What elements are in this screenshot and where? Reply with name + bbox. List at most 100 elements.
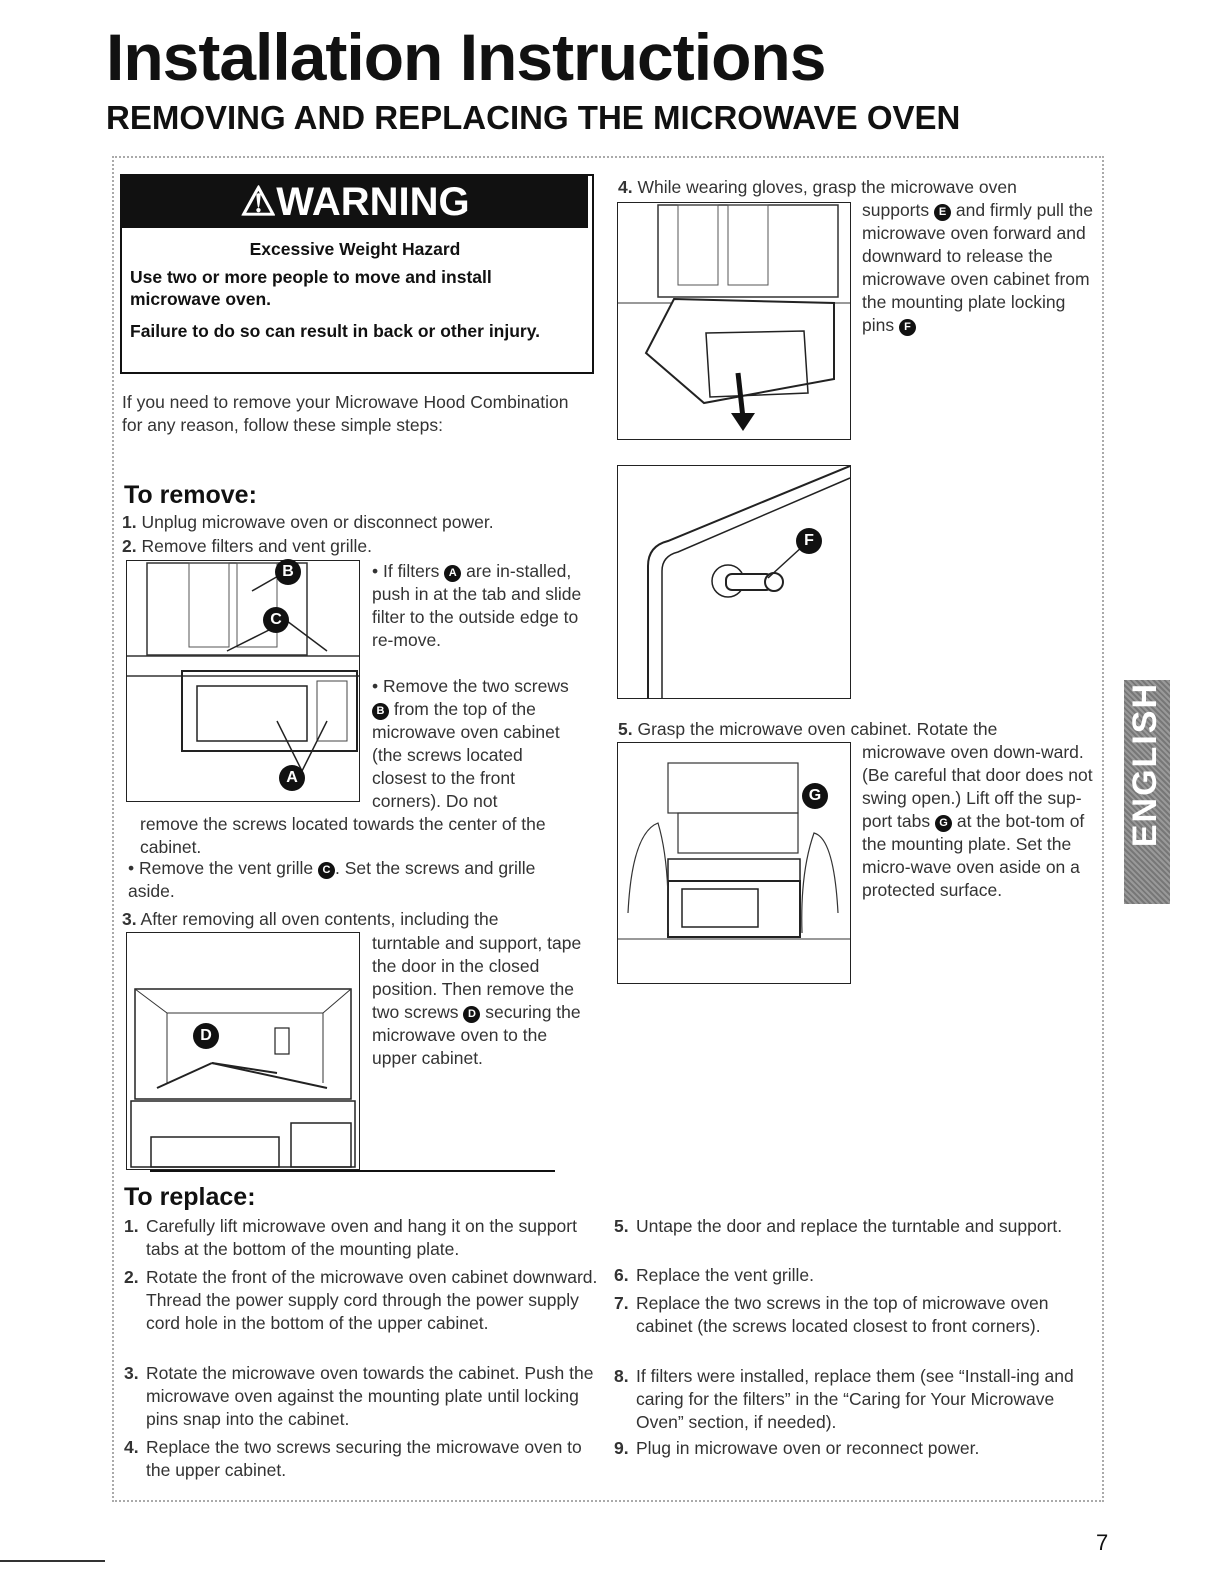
screws-note-continued: remove the screws located towards the ce… xyxy=(140,814,546,857)
callout-a-inline: A xyxy=(444,565,462,582)
screws-note: • Remove the two screws B from the top o… xyxy=(372,675,582,813)
step-text: securing the microwave oven to the upper… xyxy=(372,1002,581,1068)
step-text: and firmly pull the microwave oven forwa… xyxy=(862,200,1094,335)
remove-step-4: 4. While wearing gloves, grasp the micro… xyxy=(618,176,1088,199)
step-text: supports xyxy=(862,200,930,220)
page-number: 7 xyxy=(1096,1530,1109,1555)
step-number: 5. xyxy=(614,1216,629,1236)
remove-step-3: 3. After removing all oven contents, inc… xyxy=(122,908,592,931)
step-4-continued: supports E and firmly pull the microwave… xyxy=(862,199,1098,337)
language-sidebar xyxy=(1124,680,1170,904)
replace-step-8: 8. If filters were installed, replace the… xyxy=(614,1365,1084,1434)
step-text: Rotate the microwave oven towards the ca… xyxy=(146,1363,594,1429)
remove-heading: To remove: xyxy=(124,481,257,509)
step-number: 1. xyxy=(124,1216,139,1236)
step-number: 7. xyxy=(614,1293,629,1313)
step-text: Replace the two screws in the top of mic… xyxy=(636,1293,1049,1336)
step-number: 1. xyxy=(122,512,137,532)
replace-step-2: 2. Rotate the front of the microwave oven… xyxy=(124,1266,598,1335)
step-number: 2. xyxy=(122,536,137,556)
replace-step-1: 1. Carefully lift microwave oven and hang… xyxy=(124,1215,598,1261)
page-subtitle: REMOVING AND REPLACING THE MICROWAVE OVE… xyxy=(106,99,961,136)
step-5-continued: microwave oven down-ward. (Be careful th… xyxy=(862,741,1098,902)
remove-step-1: 1. Unplug microwave oven or disconnect p… xyxy=(122,511,592,534)
warning-line-2: Failure to do so can result in back or o… xyxy=(130,321,541,341)
note-text: . Set the screws and grille aside. xyxy=(128,858,536,901)
note-text: are in-stalled, push in at the tab and s… xyxy=(372,561,582,650)
step-text: at the bot-tom of the mounting plate. Se… xyxy=(862,811,1085,900)
step-text: Replace the two screws securing the micr… xyxy=(146,1437,582,1480)
step-number: 4. xyxy=(618,177,633,197)
lift-off-illustration xyxy=(618,762,850,940)
callout-e-inline: E xyxy=(934,204,951,221)
step-text: microwave oven down-ward. (Be careful th… xyxy=(862,742,1093,831)
warning-hazard: Excessive Weight Hazard xyxy=(249,239,461,259)
step-number: 6. xyxy=(614,1265,629,1285)
callout-g: G xyxy=(802,783,828,809)
grille-note: • Remove the vent grille C. Set the scre… xyxy=(128,857,578,903)
step-text: Plug in microwave oven or reconnect powe… xyxy=(636,1438,980,1458)
filters-note: • If filters A are in-stalled, push in a… xyxy=(372,560,582,652)
step-text: Unplug microwave oven or disconnect powe… xyxy=(141,512,494,532)
step-number: 4. xyxy=(124,1437,139,1457)
replace-step-7: 7. Replace the two screws in the top of m… xyxy=(614,1292,1084,1338)
step-text: After removing all oven contents, includ… xyxy=(140,909,499,929)
footer-rule xyxy=(0,1560,105,1562)
callout-f-inline: F xyxy=(898,319,916,336)
step-text: Untape the door and replace the turntabl… xyxy=(636,1216,1063,1236)
callout-g-inline: G xyxy=(934,815,952,832)
filters-grille-illustration xyxy=(127,562,359,772)
warning-line-1: Use two or more people to move and insta… xyxy=(130,267,492,309)
callout-d: D xyxy=(193,1023,219,1049)
figure-lift-off: G xyxy=(617,742,851,984)
replace-step-4: 4. Replace the two screws securing the mi… xyxy=(124,1436,598,1482)
figure-pull-forward xyxy=(617,202,851,440)
step-text: turntable and support, tape the door in … xyxy=(372,933,582,1022)
figure-cabinet-screws: D xyxy=(126,932,360,1170)
locking-pin-illustration xyxy=(647,465,851,698)
pull-forward-illustration xyxy=(618,204,850,431)
callout-c: C xyxy=(263,607,289,633)
step-text: Carefully lift microwave oven and hang i… xyxy=(146,1216,577,1259)
step-text: While wearing gloves, grasp the microwav… xyxy=(637,177,1017,197)
intro-text: If you need to remove your Microwave Hoo… xyxy=(122,392,569,435)
step-number: 8. xyxy=(614,1366,629,1386)
page-title: Installation Instructions xyxy=(106,20,826,94)
step-number: 2. xyxy=(124,1267,139,1287)
remove-step-5: 5. Grasp the microwave oven cabinet. Rot… xyxy=(618,718,1088,741)
remove-step-2: 2. Remove filters and vent grille. xyxy=(122,535,592,558)
language-label: ENGLISH xyxy=(1126,682,1164,848)
step-3-continued: turntable and support, tape the door in … xyxy=(372,932,582,1070)
content-frame xyxy=(112,156,1104,1502)
note-text: • Remove the two screws xyxy=(372,676,569,696)
step-text: Grasp the microwave oven cabinet. Rotate… xyxy=(637,719,998,739)
replace-heading: To replace: xyxy=(124,1183,256,1211)
replace-step-9: 9. Plug in microwave oven or reconnect po… xyxy=(614,1437,1084,1460)
callout-c-inline: C xyxy=(317,862,335,879)
language-sidebar-label: ENGLISH xyxy=(1126,682,1168,902)
replace-step-6: 6. Replace the vent grille. xyxy=(614,1264,1084,1287)
note-text: from the top of the microwave oven cabin… xyxy=(372,699,560,811)
step-number: 5. xyxy=(618,719,633,739)
note-text: • Remove the vent grille xyxy=(128,858,314,878)
replace-step-5: 5. Untape the door and replace the turnta… xyxy=(614,1215,1084,1238)
figure-filters-grille: B C A xyxy=(126,559,360,802)
callout-b-inline: B xyxy=(372,703,389,720)
step-text: Replace the vent grille. xyxy=(636,1265,815,1285)
step-number: 3. xyxy=(122,909,137,929)
step-text: Remove filters and vent grille. xyxy=(141,536,373,556)
callout-d-inline: D xyxy=(463,1006,481,1023)
warning-box xyxy=(120,174,594,374)
note-text: • If filters xyxy=(372,561,440,581)
warning-heading: ⚠WARNING xyxy=(122,176,588,228)
step-number: 3. xyxy=(124,1363,139,1383)
callout-a: A xyxy=(279,765,305,791)
section-divider xyxy=(150,1170,555,1172)
cabinet-screws-illustration xyxy=(130,988,356,1168)
replace-step-3: 3. Rotate the microwave oven towards the … xyxy=(124,1362,598,1431)
figure-locking-pin: F xyxy=(617,465,851,699)
step-number: 9. xyxy=(614,1438,629,1458)
step-text: If filters were installed, replace them … xyxy=(636,1366,1074,1432)
callout-f: F xyxy=(796,528,822,554)
step-text: Rotate the front of the microwave oven c… xyxy=(146,1267,598,1333)
